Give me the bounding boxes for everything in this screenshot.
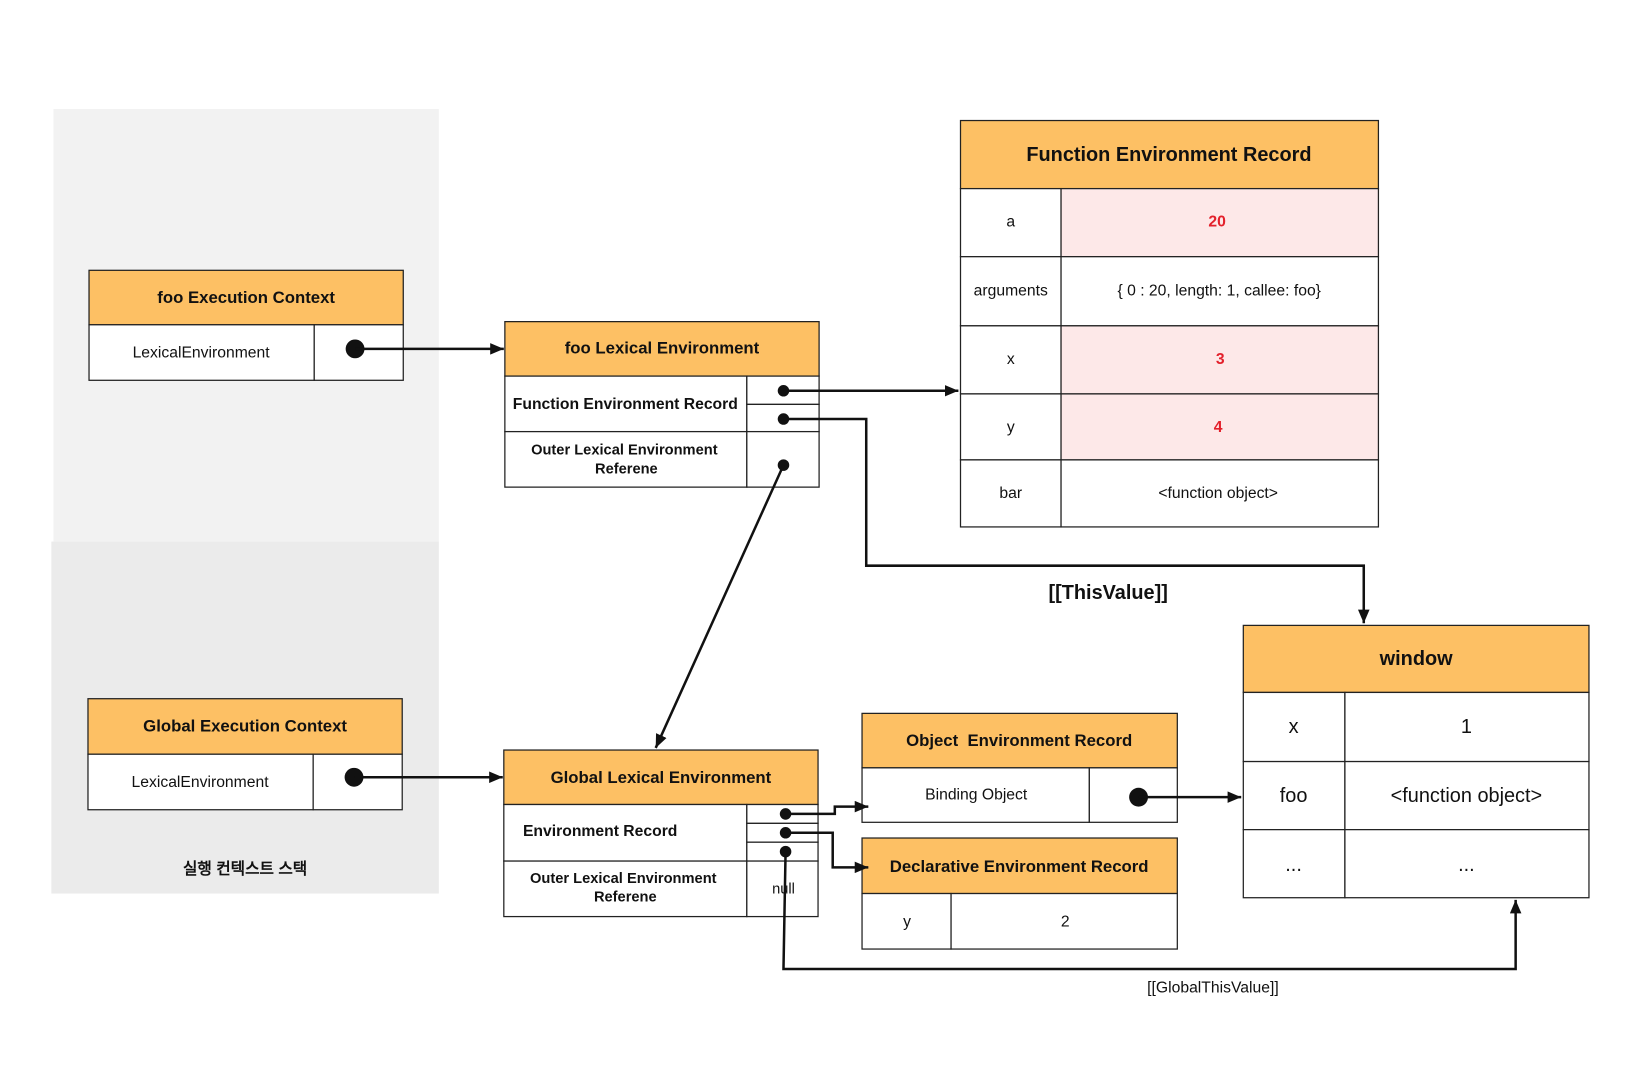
window-row-key: x [1289,716,1299,738]
global-lexical-environment: Global Lexical Environment Environment R… [503,749,819,918]
global-execution-context-field: LexicalEnvironment [132,774,270,791]
object-environment-record: Object Environment Record Binding Object [861,712,1178,823]
declarative-environment-record-header [861,837,1178,895]
window-object: window x 1 foo <function object> ... ... [1242,624,1590,899]
global-lexical-environment-outer-value: null [772,881,795,897]
foo-lexical-environment-outer-pointer-cell [746,430,820,488]
window-header [1242,624,1590,694]
function-environment-record: Function Environment Record a 20 argumen… [959,119,1380,528]
fer-row-key-cell [959,187,1062,258]
fer-row-key: y [1007,419,1015,436]
fer-row-value: { 0 : 20, length: 1, callee: foo} [1118,283,1321,300]
window-row-key-cell [1242,760,1346,831]
fer-row-key: x [1007,351,1015,368]
foo-lexical-environment-header [504,321,820,377]
global-lexical-environment-title: Global Lexical Environment [551,768,772,787]
fer-row-value-cell [1060,459,1380,528]
foo-lexical-environment: foo Lexical Environment Function Environ… [504,321,820,488]
foo-lexical-environment-record-label: Function Environment Record [513,396,738,413]
fer-row-value: <function object> [1158,485,1278,502]
declarative-environment-record: Declarative Environment Record y 2 [861,837,1178,950]
global-lexical-environment-outer-value-cell [746,860,819,918]
der-row-value-cell [950,892,1178,950]
global-this-value-label: [[GlobalThisValue]] [1147,979,1279,996]
window-row-value: ... [1458,854,1475,876]
fer-row-value-highlighted: 20 [1208,214,1226,231]
binding-object-pointer-dot [1129,787,1148,807]
foo-lexical-environment-title: foo Lexical Environment [565,338,760,357]
declarative-environment-record-title: Declarative Environment Record [890,857,1149,876]
global-this-value-arrow [782,851,1522,971]
window-row-key-cell [1242,691,1346,763]
foo-lexical-environment-outer-cell [504,430,748,488]
global-outer-label-line-2: Referene [594,890,657,906]
window-row-value: <function object> [1391,785,1543,807]
der-row-value: 2 [1061,913,1070,930]
object-environment-record-title: Object Environment Record [906,731,1132,750]
fer-row-value-highlighted: 3 [1216,351,1225,368]
window-row-key-cell [1242,829,1346,899]
stack-label: 실행 컨텍스트 스택 [183,860,307,878]
foo-execution-context-field: LexicalEnvironment [133,345,271,362]
fer-row-key-cell [959,393,1062,461]
fer-row-value-cell [1060,256,1380,327]
window-row-key: ... [1285,854,1302,876]
der-row-key: y [903,913,911,930]
fer-row-key-cell [959,459,1062,528]
foo-this-value-arrow [783,417,1370,624]
global-record-pointer-dot-3 [779,845,792,858]
fer-row-value-cell-highlighted [1060,393,1380,461]
foo-outer-to-global-lexical-env-arrow [654,464,785,749]
global-record-pointer-dot-2 [779,827,792,839]
fer-row-value-highlighted: 4 [1214,419,1223,436]
global-lexical-environment-header [503,749,819,806]
window-row-value-cell [1344,829,1590,899]
window-row-key: foo [1280,785,1308,807]
window-row-value-cell [1344,691,1590,763]
der-row-key-cell [861,892,952,950]
global-execution-context-header [87,698,403,755]
fer-row-key: arguments [974,283,1048,300]
fer-row-value-cell-highlighted [1060,325,1380,395]
global-lexical-environment-record-cell [503,803,748,862]
foo-execution-context-pointer-dot [345,339,365,359]
fer-row-key-cell [959,325,1062,395]
global-outer-label-line-1: Outer Lexical Environment [530,871,717,887]
window-row-value: 1 [1461,716,1472,738]
global-lexical-environment-outer-label: Outer Lexical Environment Referene [530,871,721,906]
global-lexical-environment-record-label: Environment Record [523,823,677,840]
fer-row-value-cell-highlighted [1060,187,1380,258]
fer-row-key-cell [959,256,1062,327]
foo-execution-context-title: foo Execution Context [157,288,335,307]
function-environment-record-title: Function Environment Record [1026,144,1311,166]
foo-lexical-environment-record-cell [504,375,748,433]
foo-execution-context: foo Execution Context LexicalEnvironment [88,269,404,381]
foo-outer-label-line-1: Outer Lexical Environment [531,442,718,458]
global-lexical-environment-outer-cell [503,860,748,918]
binding-object-label: Binding Object [925,787,1028,804]
object-environment-record-header [861,712,1178,769]
global-record-to-object-env-record-arrow [785,800,869,816]
global-execution-context: Global Execution Context LexicalEnvironm… [87,698,403,811]
global-record-pointer-dot-1 [779,808,792,820]
foo-lexical-environment-outer-label: Outer Lexical Environment Referene [531,442,722,477]
window-title: window [1379,648,1453,670]
global-record-to-declarative-env-record-arrow [785,831,869,874]
global-execution-context-field-cell [87,753,314,811]
global-execution-context-title: Global Execution Context [143,716,347,735]
foo-outer-label-line-2: Referene [595,461,658,477]
fer-row-key: bar [999,485,1022,502]
fer-row-key: a [1006,214,1015,231]
this-value-label: [[ThisValue]] [1049,582,1168,604]
